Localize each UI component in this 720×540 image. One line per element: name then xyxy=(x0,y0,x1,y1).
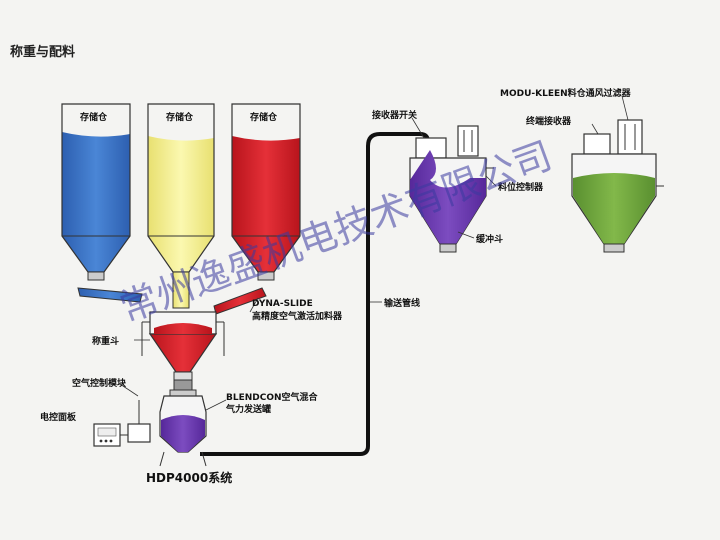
silo-label: 存储仓 xyxy=(166,111,194,123)
leader-lines xyxy=(119,95,629,411)
air-control-module xyxy=(127,423,151,443)
silo-label: 存储仓 xyxy=(250,111,278,123)
dyna-slide-label: DYNA-SLIDE xyxy=(252,299,313,309)
conveying-line-label: 输送管线 xyxy=(384,297,420,309)
blendcon-desc: 气力发送罐 xyxy=(225,403,271,415)
conveying-pipe xyxy=(200,132,430,456)
diagram-title: 称重与配料 xyxy=(10,44,75,60)
dyna-slide-desc: 高精度空气激活加料器 xyxy=(252,310,343,322)
blendcon-vessel xyxy=(159,389,207,467)
silo-blue: 存储仓 xyxy=(61,103,131,281)
weigh-hopper-label: 称重斗 xyxy=(92,335,119,347)
terminal-receiver-label: 终端接收器 xyxy=(525,115,572,127)
weigh-hopper xyxy=(141,311,225,391)
system-name: HDP4000系统 xyxy=(146,470,232,485)
feeder-blue xyxy=(77,287,143,303)
level-controller-label: 料位控制器 xyxy=(498,181,544,193)
buffer-hopper xyxy=(409,125,494,253)
modu-kleen-label: MODU-KLEEN料仓通风过滤器 xyxy=(500,87,632,99)
control-panel xyxy=(93,423,128,447)
silo-red: 存储仓 xyxy=(231,103,301,281)
silo-label: 存储仓 xyxy=(80,111,108,123)
buffer-hopper-label: 缓冲斗 xyxy=(476,233,503,245)
feeder-red xyxy=(213,287,267,315)
silo-yellow: 存储仓 xyxy=(147,103,215,309)
terminal-receiver xyxy=(571,119,664,253)
receiver-switch-label: 接收器开关 xyxy=(372,109,417,121)
control-panel-label: 电控面板 xyxy=(40,411,77,423)
air-module-label: 空气控制模块 xyxy=(72,377,127,389)
blendcon-label: BLENDCON空气混合 xyxy=(226,391,319,403)
